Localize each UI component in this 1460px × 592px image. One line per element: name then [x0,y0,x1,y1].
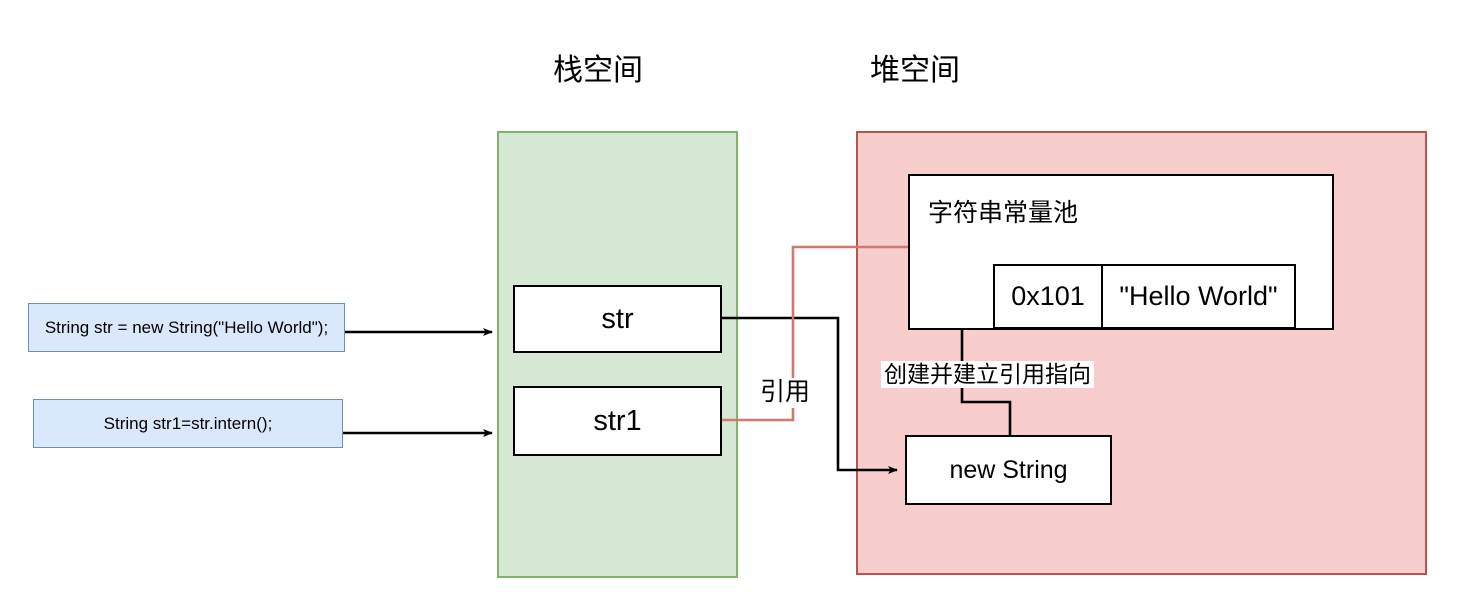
stack-space-title: 栈空间 [553,54,643,87]
pool-entry-address: 0x101 [993,264,1103,329]
pool-entry-value: "Hello World" [1101,264,1296,329]
code-statement-box-new-string: String str = new String("Hello World"); [28,303,345,352]
edge-label-reference: 引用 [757,378,814,408]
stack-variable-str: str [513,285,722,353]
string-constant-pool-title: 字符串常量池 [928,199,1079,227]
edge-label-create-and-point: 创建并建立引用指向 [881,361,1094,389]
code-statement-box-intern: String str1=str.intern(); [33,399,343,448]
heap-space-title: 堆空间 [870,54,960,87]
stack-space-region [497,131,738,578]
heap-object-new-string: new String [905,435,1112,505]
stack-variable-str1: str1 [513,386,722,456]
